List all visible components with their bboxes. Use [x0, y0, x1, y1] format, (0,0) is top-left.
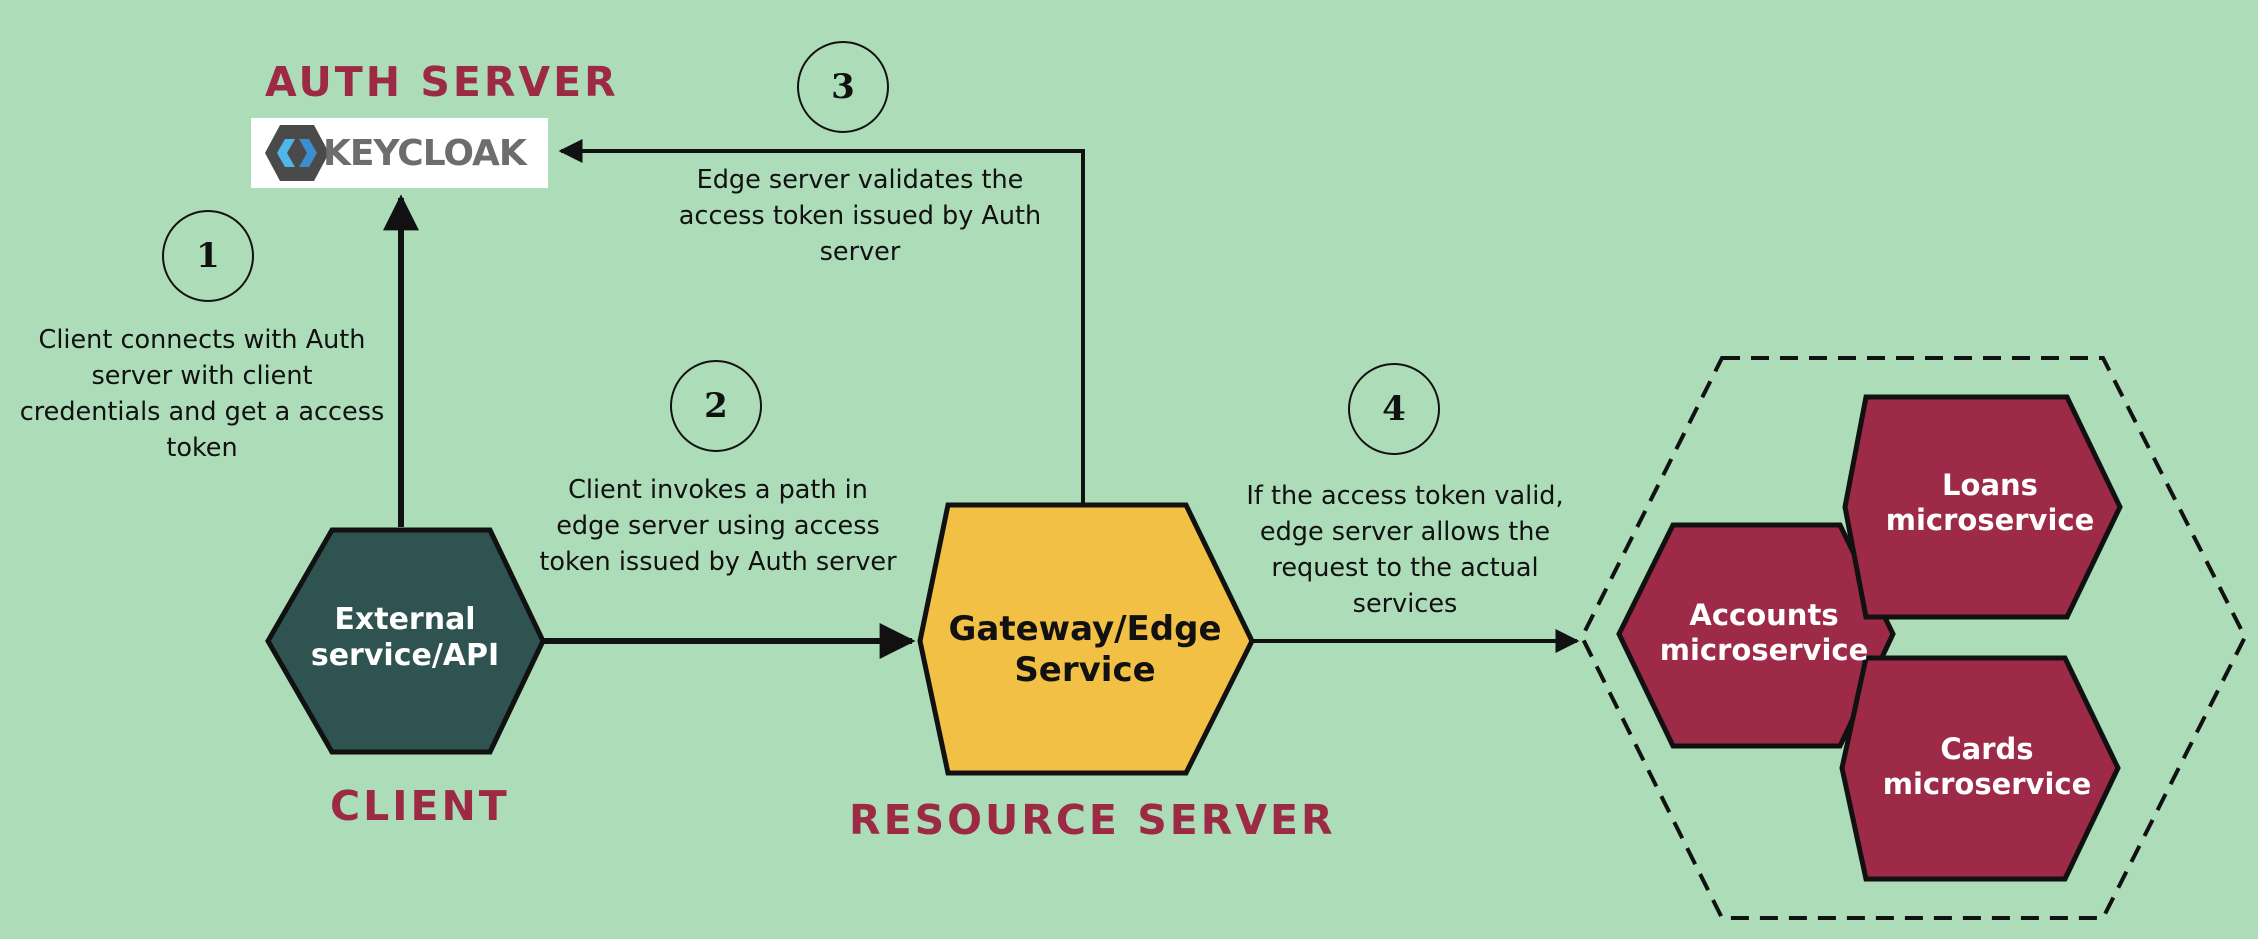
cards-hexagon[interactable] [1839, 655, 2121, 882]
gateway-hexagon[interactable] [917, 502, 1255, 776]
step-1-marker: 1 [162, 210, 254, 302]
step-4-description: If the access token valid, edge server a… [1246, 481, 1564, 619]
auth-server-title: AUTH SERVER [265, 58, 619, 106]
step-2-marker: 2 [670, 360, 762, 452]
client-title: CLIENT [330, 782, 510, 830]
resource-server-title: RESOURCE SERVER [849, 796, 1336, 844]
step-3-description: Edge server validates the access token i… [678, 165, 1042, 267]
keycloak-logo-icon [265, 125, 329, 181]
gateway-node-label: Gateway/Edge Service [948, 609, 1222, 690]
microservices-cluster-boundary [1579, 356, 2248, 920]
keycloak-logo-text: KEYCLOAK [323, 132, 527, 174]
step-2-description: Client invokes a path in edge server usi… [539, 475, 897, 577]
cards-node-label: Cards microservice [1882, 732, 2092, 801]
loans-node-label: Loans microservice [1885, 468, 2095, 537]
step-1-description: Client connects with Auth server with cl… [19, 325, 385, 463]
accounts-hexagon[interactable] [1616, 522, 1896, 749]
loans-hexagon[interactable] [1842, 394, 2123, 620]
client-node-label: External service/API [310, 602, 500, 673]
client-hexagon[interactable] [265, 527, 546, 755]
step-4-marker: 4 [1348, 363, 1440, 455]
step-3-marker: 3 [797, 41, 889, 133]
arrow-gateway-to-auth [558, 139, 1085, 505]
keycloak-logo: KEYCLOAK [251, 118, 548, 188]
accounts-node-label: Accounts microservice [1659, 598, 1869, 667]
